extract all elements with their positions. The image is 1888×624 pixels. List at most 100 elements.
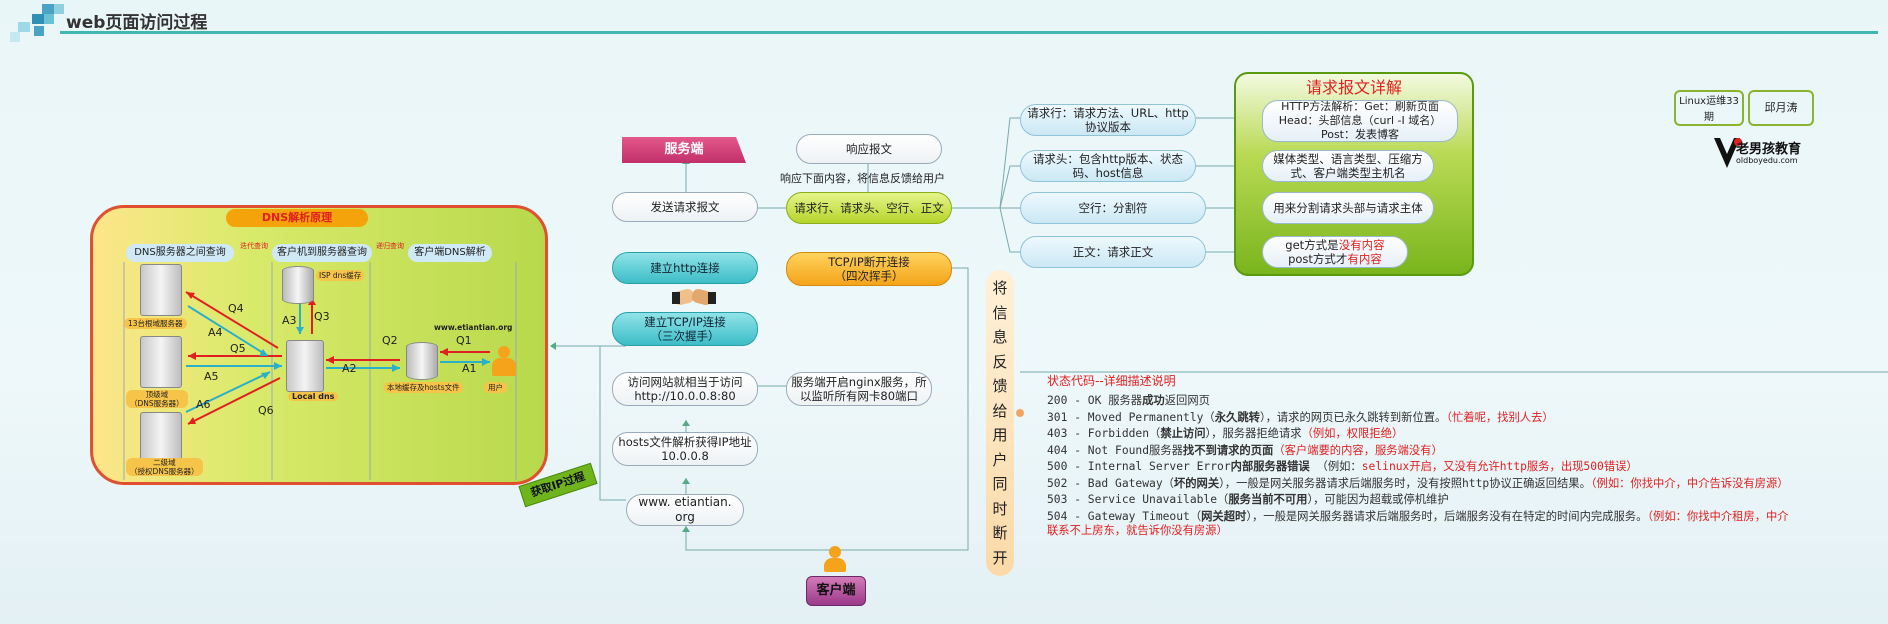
dns-hosts-label: 本地缓存及hosts文件 (384, 382, 463, 393)
status-line: 301 - Moved Permanently（永久跳转），请求的网页已永久跳转… (1047, 409, 1554, 425)
domain-entry: www. etiantian. org (626, 494, 744, 526)
client-user-icon (822, 546, 848, 572)
status-line-part: （例如：你找中介，中介告诉没有房源） (1590, 476, 1789, 490)
visit-site: 访问网站就相当于访问 http://10.0.0.8:80 (612, 372, 758, 406)
top-level-server-icon (140, 336, 182, 388)
send-request: 发送请求报文 (612, 192, 758, 222)
status-line-part: 坏的网关 (1173, 476, 1220, 490)
status-line: 404 - Not Found服务器找不到请求的页面（客户端要的内容，服务端没有… (1047, 442, 1443, 458)
status-line-part: 502 - Bad Gateway（ (1047, 476, 1174, 490)
status-line: 504 - Gateway Timeout（网关超时），一般是网关服务器请求后端… (1047, 508, 1789, 524)
a5-label: A5 (204, 370, 219, 383)
status-line-part: 504 - Gateway Timeout（ (1047, 509, 1202, 523)
status-line-part: （忙着呢，找别人去） (1446, 410, 1554, 424)
feedback-vertical-text: 将信息反馈给用户同时断开 (992, 279, 1008, 567)
status-line-part: ），服务器拒绝请求 (1205, 427, 1302, 440)
status-line: 503 - Service Unavailable（服务当前不可用），可能因为超… (1047, 491, 1449, 507)
request-parts: 请求行、请求头、空行、正文 (786, 192, 952, 224)
status-last-line: 联系不上房东，就告诉你没有房源） (1047, 524, 1228, 537)
status-line-part: 403 - Forbidden（ (1047, 427, 1161, 440)
dns-col3-label: 客户端DNS解析 (408, 244, 492, 262)
request-detail-4: get方式是没有内容 post方式才有内容 (1262, 236, 1408, 268)
post-label: post方式才 (1288, 252, 1348, 266)
status-line-part: 404 - Not Found服务器 (1047, 443, 1183, 457)
request-body: 正文：请求正文 (1020, 236, 1206, 268)
status-line: 200 - OK 服务器成功返回网页 (1047, 392, 1210, 408)
request-blank: 空行：分割符 (1020, 192, 1206, 224)
http-connect: 建立http连接 (612, 252, 758, 284)
status-line-part: 503 - Service Unavailable（ (1047, 493, 1229, 506)
page-title: web页面访问过程 (66, 13, 208, 33)
status-line-part: 服务当前不可用 (1228, 493, 1308, 506)
request-detail-3: 用来分割请求头部与请求主体 (1262, 192, 1434, 224)
logo-subtext: oldboyedu.com (1736, 156, 1798, 165)
handshake-icon (672, 286, 716, 308)
get-label: get方式是 (1285, 237, 1339, 252)
dns-top-label: 顶级域 （DNS服务器） (126, 390, 188, 408)
status-line-part: 返回网页 (1164, 394, 1210, 407)
status-line-part: 禁止访问 (1160, 427, 1206, 440)
dns-title: DNS解析原理 (226, 209, 368, 227)
user-icon (490, 346, 518, 378)
tcp-close: TCP/IP断开连接 （四次挥手） (786, 252, 952, 286)
oldboy-logo-icon (1712, 136, 1742, 170)
status-line-part: （客户端要的内容，服务端没有） (1273, 443, 1443, 457)
hosts-database-icon (406, 342, 438, 380)
status-line-part: 200 - OK 服务器 (1047, 394, 1143, 407)
second-level-server-icon (140, 412, 182, 464)
status-line-part: 301 - Moved Permanently（ (1047, 410, 1215, 424)
get-value: 没有内容 (1338, 237, 1385, 252)
response-note: 响应下面内容，将信息反馈给用户 (780, 172, 945, 185)
a3-label: A3 (282, 314, 297, 327)
status-line-part: （例如：你找中介租房，中介 (1647, 509, 1789, 523)
logo-text: 老男孩教育 (1736, 142, 1802, 157)
q5-label: Q5 (230, 342, 246, 355)
server-label: 服务端 (622, 137, 746, 163)
tcp-connect: 建立TCP/IP连接 （三次握手） (612, 312, 758, 346)
header-rule (60, 31, 1878, 34)
dns-user-label: 用户 (484, 382, 507, 393)
status-line-part: ），一般是网关服务器请求后端服务时，后端服务没有在特定的时间内完成服务。 (1246, 509, 1648, 523)
a1-label: A1 (462, 362, 477, 375)
status-line-part: ），请求的网页已永久跳转到新位置。 (1259, 410, 1447, 424)
root-server-icon (140, 264, 182, 316)
request-detail-1: HTTP方法解析：Get：刷新页面 Head：头部信息（curl -I 域名） … (1262, 100, 1458, 142)
request-detail-2: 媒体类型、语言类型、压缩方 式、客户端类型主机名 (1262, 150, 1434, 182)
dns-root-label: 13台根域服务器 (124, 318, 187, 329)
dns-col1-label: DNS服务器之间查询 (126, 244, 234, 262)
status-title: 状态代码--详细描述说明 (1047, 374, 1176, 388)
dns-site-label: www.etiantian.org (434, 323, 513, 332)
q2-label: Q2 (382, 334, 398, 347)
status-line-part: 成功 (1142, 394, 1165, 407)
status-line-part: 永久跳转 (1214, 410, 1260, 424)
request-detail-title: 请求报文详解 (1305, 78, 1402, 97)
local-dns-server-icon (286, 340, 324, 392)
author-badge: 邱月涛 (1748, 90, 1814, 126)
post-value: 有内容 (1347, 252, 1382, 266)
isp-cache-database-icon (282, 266, 314, 304)
q3-label: Q3 (314, 310, 330, 323)
status-line-part: ），可能因为超载或停机维护 (1307, 493, 1449, 506)
dns-second-label: 二级域 （授权DNS服务器） (126, 458, 203, 476)
q1-label: Q1 (456, 334, 472, 347)
header-logo-squares (8, 4, 64, 44)
status-line-part: 网关超时 (1201, 509, 1247, 523)
status-line: 403 - Forbidden（禁止访问），服务器拒绝请求（例如，权限拒绝） (1047, 425, 1403, 441)
dns-isp-label: ISP dns缓存 (316, 270, 365, 281)
feedback-vertical (986, 270, 1014, 576)
status-line: 502 - Bad Gateway（坏的网关），一般是网关服务器请求后端服务时，… (1047, 475, 1789, 491)
a4-label: A4 (208, 326, 223, 339)
status-line-part: 500 - Internal Server Error (1047, 460, 1231, 473)
course-badge: Linux运维33 期 (1674, 90, 1744, 126)
client-label: 客户端 (806, 576, 866, 606)
status-line-part: selinux开启，又没有允许http服务，出现500错误） (1361, 460, 1638, 473)
response-message: 响应报文 (796, 134, 942, 164)
dns-col2-label: 客户机到服务器查询 (272, 244, 372, 262)
dns-iterative-label: 迭代查询 (240, 242, 268, 250)
status-line-part: 内部服务器错误 (1230, 460, 1310, 473)
q6-label: Q6 (258, 404, 274, 417)
dns-recursive-label: 递归查询 (376, 242, 404, 250)
hosts-parse: hosts文件解析获得IP地址 10.0.0.8 (612, 432, 758, 466)
